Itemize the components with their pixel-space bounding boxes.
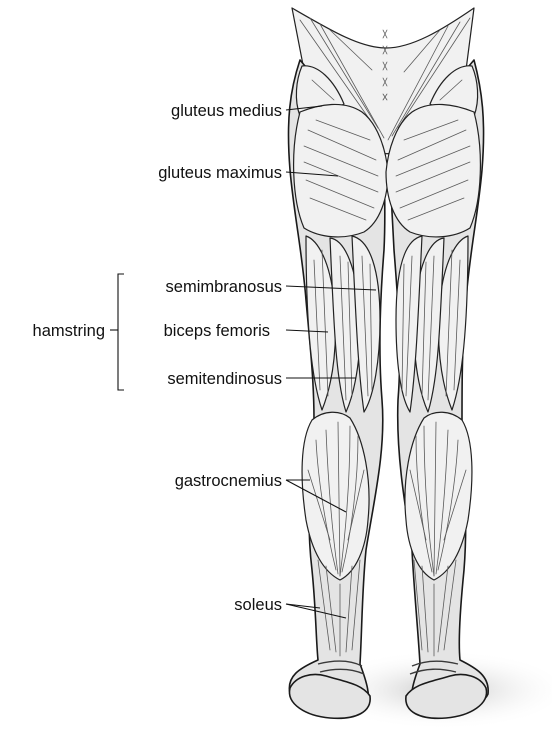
label-semitendinosus: semitendinosus	[167, 370, 282, 388]
label-biceps-femoris: biceps femoris	[164, 322, 270, 340]
gluteus-maximus-left	[294, 104, 388, 237]
label-gastrocnemius: gastrocnemius	[175, 472, 282, 490]
hamstring-bracket	[110, 274, 124, 390]
label-gluteus-medius: gluteus medius	[171, 102, 282, 120]
labels: gluteus medius gluteus maximus hamstring…	[33, 102, 282, 614]
label-semimbranosus: semimbranosus	[166, 278, 282, 296]
gluteus-maximus-right	[386, 104, 480, 237]
label-hamstring-group: hamstring	[33, 322, 105, 340]
label-gluteus-maximus: gluteus maximus	[158, 164, 282, 182]
label-soleus: soleus	[234, 596, 282, 614]
